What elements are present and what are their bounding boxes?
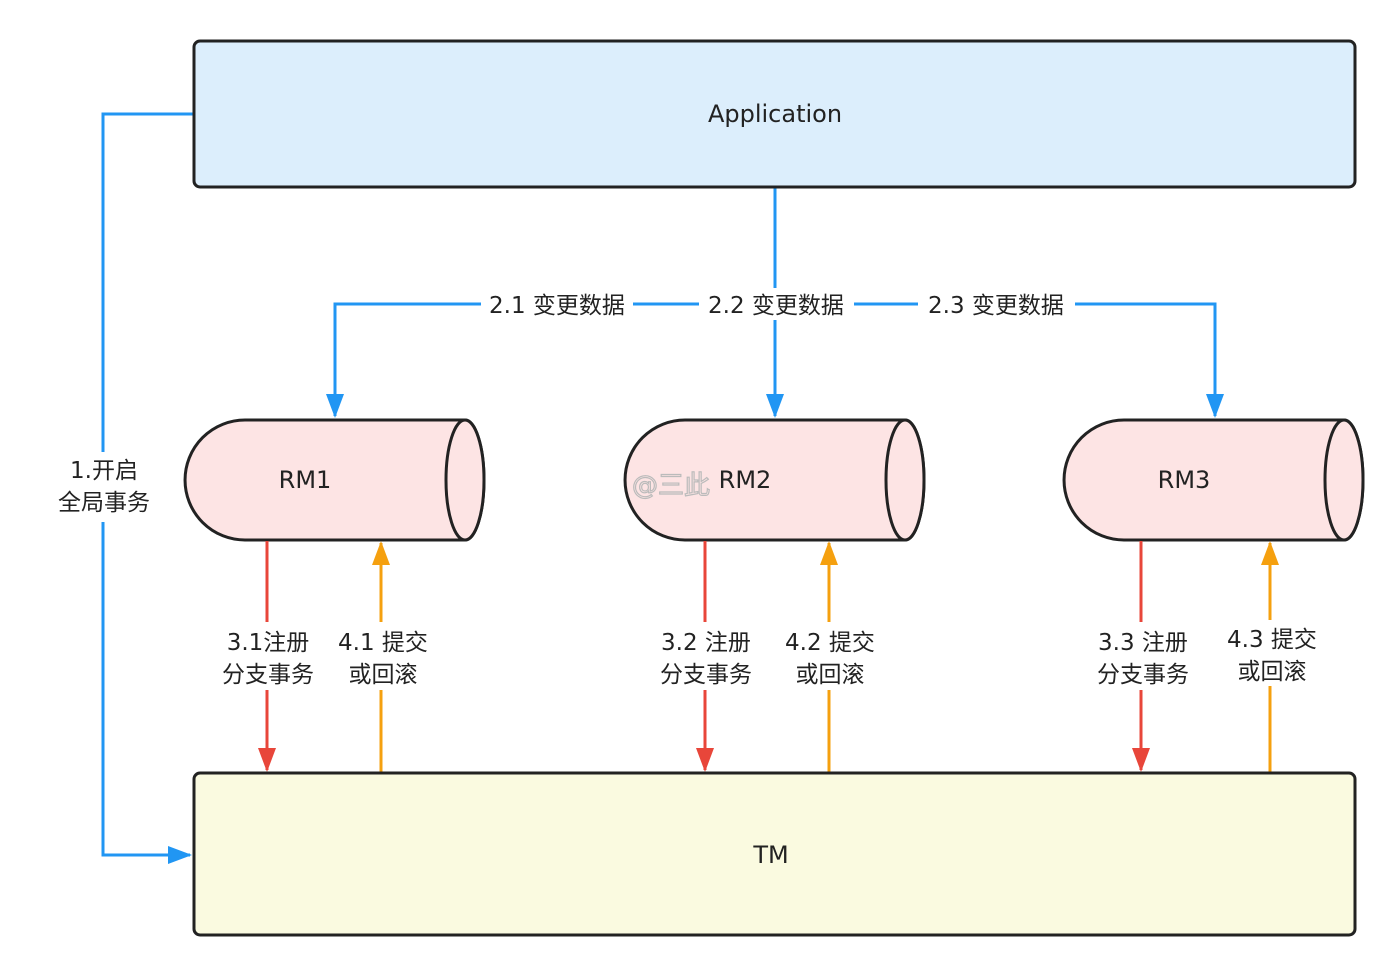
edge-label-register-3b: 分支事务 [1097,662,1189,688]
edge-label-bg [50,452,160,522]
edge-label-commit-2a: 4.2 提交 [785,630,875,656]
edge-label-register-3a: 3.3 注册 [1098,630,1188,656]
edge-label-bg [778,622,882,690]
edge-label-commit-3a: 4.3 提交 [1227,627,1317,653]
edge-change-data-rm1 [326,302,775,418]
edge-label-register-2b: 分支事务 [660,662,752,688]
edge-label-commit-1a: 4.1 提交 [338,630,428,656]
application-label: Application [708,100,842,128]
rm3-node: RM3 [1062,418,1365,542]
edge-label-commit-2b: 或回滚 [796,662,865,688]
edge-label-change-data-1: 2.1 变更数据 [489,293,625,319]
edge-label-change-data-3: 2.3 变更数据 [928,293,1064,319]
rm3-label: RM3 [1158,466,1211,494]
rm1-label: RM1 [279,466,332,494]
edge-label-register-1a: 3.1注册 [227,630,310,656]
edge-label-commit-1b: 或回滚 [349,662,418,688]
tm-label: TM [752,841,788,869]
rm2-label: RM2 [719,466,772,494]
edge-label-bg [1220,620,1324,686]
rm1-node: RM1 [183,418,486,542]
edge-label-bg [214,622,322,690]
edge-label-commit-3b: 或回滚 [1238,659,1307,685]
edge-change-data-rm3 [775,302,1224,418]
tm-node [192,771,1357,937]
edge-label-bg [918,288,1075,320]
edge-label-bg [651,622,759,690]
edge-label-bg [1089,622,1197,690]
application-node [192,39,1357,189]
watermark: @三此 [632,471,710,501]
edge-label-register-2a: 3.2 注册 [661,630,751,656]
edge-label-bg [333,622,433,690]
rm2-node: RM2 [623,418,926,542]
edge-label-begin-global-1: 1.开启 [70,458,138,484]
edge-label-register-1b: 分支事务 [222,662,314,688]
edge-label-change-data-2: 2.2 变更数据 [708,293,844,319]
edge-label-bg [481,288,633,320]
edge-label-bg [699,288,854,320]
edge-label-begin-global-2: 全局事务 [58,490,150,516]
